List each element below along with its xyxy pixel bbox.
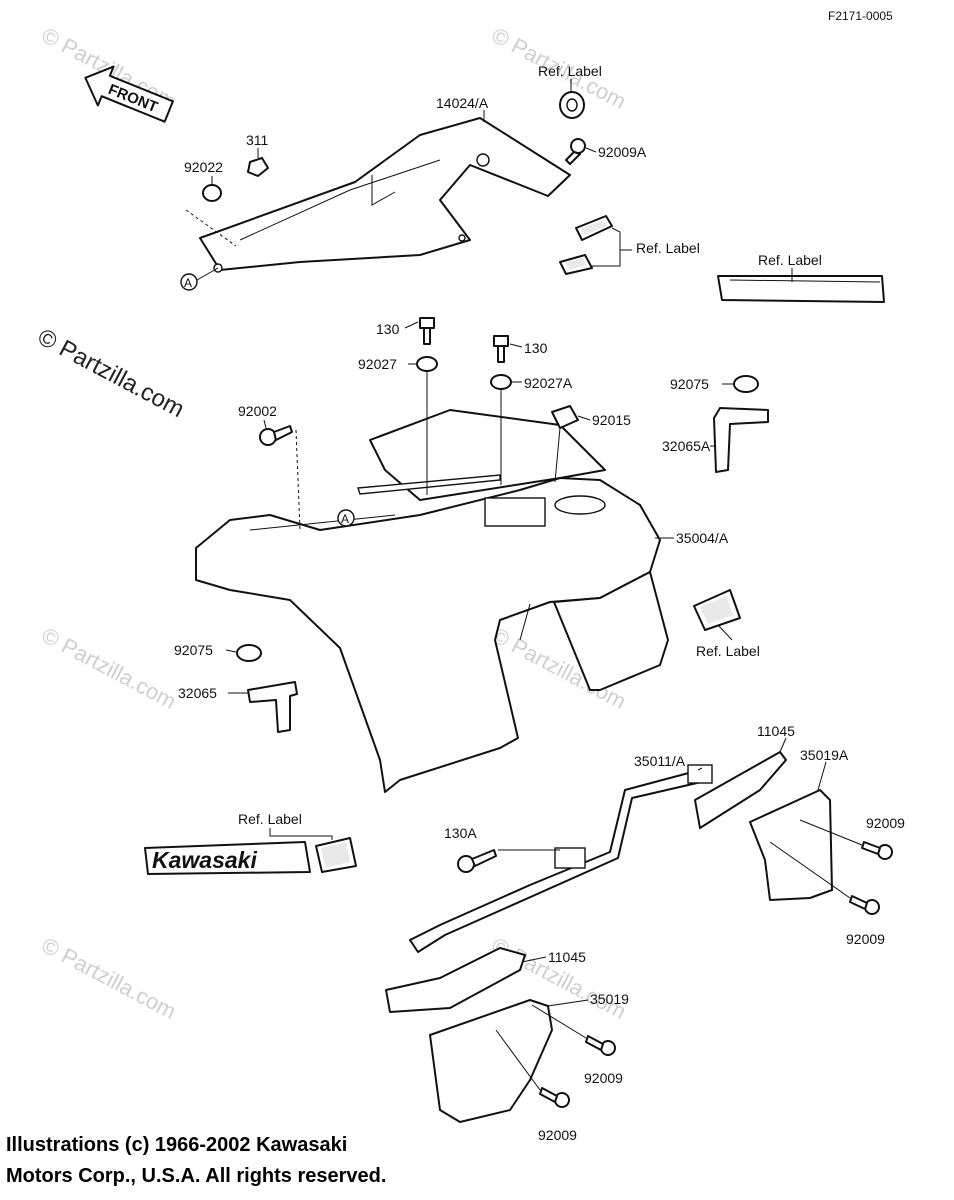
copyright-line-1: Illustrations (c) 1966-2002 Kawasaki (6, 1134, 348, 1156)
label-92009-right-bottom: 92009 (846, 931, 885, 947)
ref-marker-a-fender: A (337, 509, 355, 527)
plate-35019 (429, 999, 553, 1123)
label-311: 311 (246, 132, 269, 148)
label-92009-right-top: 92009 (866, 815, 905, 831)
label-130a: 130A (444, 825, 477, 841)
label-32065a: 32065A (662, 438, 711, 454)
label-ref-label-1: Ref. Label (538, 63, 602, 79)
label-92027: 92027 (358, 356, 397, 372)
label-35019: 35019 (590, 991, 629, 1007)
label-11045-bottom: 11045 (548, 949, 586, 965)
label-92009-bottom-right: 92009 (584, 1070, 623, 1086)
watermark-3: © Partzilla.com (38, 622, 181, 714)
label-92022: 92022 (184, 159, 223, 175)
washer-92022-icon (202, 184, 222, 202)
bolt-92002-icon (259, 425, 293, 446)
label-ref-label-2: Ref. Label (636, 240, 700, 256)
bolt-130-left-icon (419, 317, 435, 345)
ref-marker-a-fender-text: A (341, 512, 349, 526)
label-92075-left: 92075 (174, 642, 213, 658)
label-92015: 92015 (592, 412, 631, 428)
label-ref-label-5: Ref. Label (238, 811, 302, 827)
label-35019a: 35019A (800, 747, 849, 763)
ref-label-strip (717, 275, 885, 303)
label-ref-label-3: Ref. Label (758, 252, 822, 268)
frame-bar-35011 (409, 764, 713, 953)
label-92075-right: 92075 (670, 376, 709, 392)
bumper-92075-right-icon (733, 375, 759, 393)
label-92009-bottom-left: 92009 (538, 1127, 577, 1143)
bolt-92009-bottom-right-icon (585, 1035, 616, 1056)
bolt-92009a-icon (565, 138, 586, 165)
ref-marker-a-top-text: A (184, 276, 192, 290)
label-92002: 92002 (238, 403, 277, 419)
nut-311-icon (247, 157, 269, 177)
label-130-right: 130 (524, 340, 548, 356)
label-ref-label-4: Ref. Label (696, 643, 760, 659)
label-14024a: 14024/A (436, 95, 489, 111)
kawasaki-decal: Kawasaki (144, 837, 357, 875)
copyright-notice: Illustrations (c) 1966-2002 Kawasaki Mot… (6, 1130, 386, 1192)
bracket-11045-top (694, 751, 787, 829)
figure-code: F2171-0005 (828, 9, 893, 23)
bolt-92009-bottom-left-icon (539, 1087, 570, 1108)
copyright-line-2: Motors Corp., U.S.A. All rights reserved… (6, 1165, 387, 1187)
ref-labels-stickers (559, 215, 613, 275)
bracket-32065a-icon (713, 407, 769, 473)
ref-marker-a-top: A (180, 273, 198, 291)
label-35011a: 35011/A (634, 753, 686, 769)
bolt-92009-right-top-icon (861, 841, 893, 860)
plate-35019a (749, 789, 833, 901)
collar-92027-icon (416, 356, 438, 372)
bracket-11045-bottom (385, 947, 526, 1013)
watermark-5: © Partzilla.com (38, 932, 181, 1024)
bolt-130a-icon (457, 849, 497, 873)
seat-cover-14024 (199, 117, 571, 273)
bolt-92009-right-bottom-icon (849, 895, 880, 915)
watermark-main: © Partzilla.com (33, 323, 188, 423)
label-32065: 32065 (178, 685, 217, 701)
rear-fender-35004 (195, 409, 669, 793)
bolt-130-right-icon (493, 335, 509, 363)
nut-92015-icon (551, 405, 579, 429)
label-35004a: 35004/A (676, 530, 729, 546)
bracket-32065-icon (247, 681, 298, 733)
collar-92027a-icon (490, 374, 512, 390)
label-130-left: 130 (376, 321, 400, 337)
label-92009a: 92009A (598, 144, 647, 160)
bumper-92075-left-icon (236, 644, 262, 662)
kawasaki-decal-text: Kawasaki (152, 847, 257, 873)
ref-label-washer-hole (566, 98, 578, 112)
label-92027a: 92027A (524, 375, 573, 391)
label-11045-top: 11045 (757, 723, 795, 739)
